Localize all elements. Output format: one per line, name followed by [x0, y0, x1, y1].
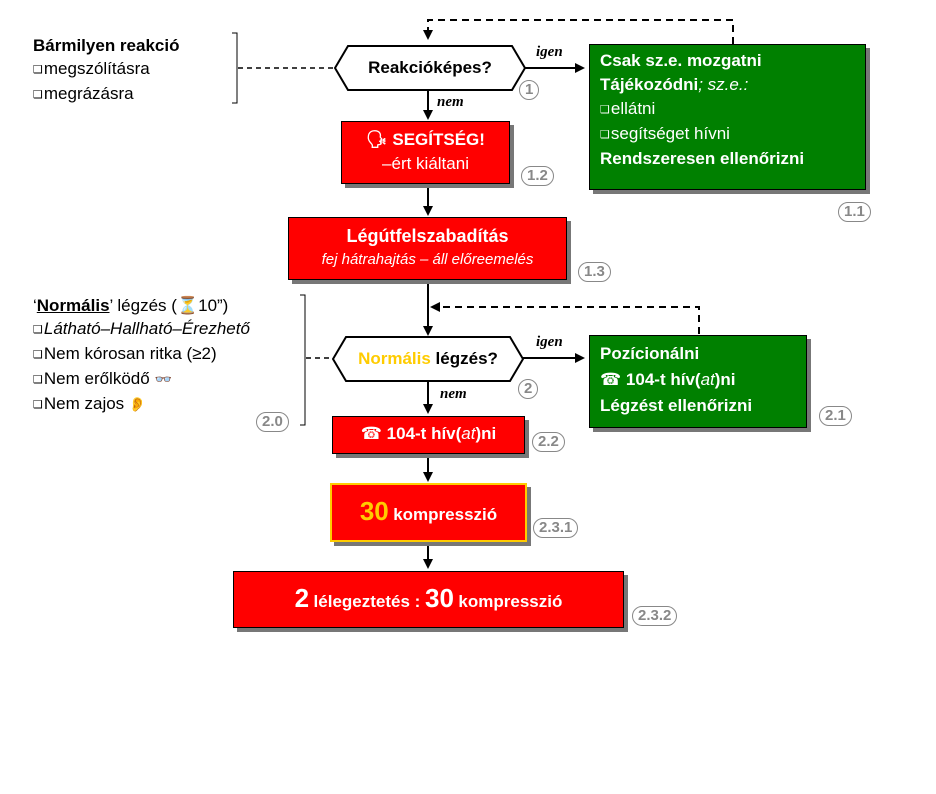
reaction-criteria-item: ❑megrázásra [33, 84, 134, 103]
decision-responsive-label: Reakcióképes? [368, 58, 492, 77]
box-1-3-line1: Légútfelszabadítás [346, 226, 509, 246]
normal-breathing-item: ❑Látható–Hallható–Érezhető [33, 319, 250, 338]
glasses-icon: 👓 [154, 371, 172, 387]
decision-responsive: Reakcióképes? [334, 45, 526, 91]
checkbox-icon: ❑ [33, 64, 43, 76]
normal-breathing-item: ❑Nem zajos 👂 [33, 394, 147, 413]
step-badge-1: 1 [519, 80, 540, 100]
box-1-1-line2: Tájékozódni; sz.e.: [600, 75, 749, 94]
box-2-1-line1: Pozícionálni [600, 344, 700, 363]
normal-breathing-title: ‘Normális’ légzés (⏳10”) [33, 296, 229, 315]
step-badge-2-0: 2.0 [256, 412, 289, 432]
step-badge-2-3-2: 2.3.2 [632, 606, 678, 626]
box-1-2-line1: 🗣 SEGÍTSÉG! [366, 130, 485, 149]
box-2-breaths-30-compressions: 2 lélegeztetés : 30 kompresszió [233, 571, 624, 628]
box-airway-opening: Légútfelszabadítás fej hátrahajtás – áll… [288, 217, 567, 280]
box-1-2-line2: –ért kiáltani [382, 154, 469, 173]
normal-breathing-item: ❑Nem kórosan ritka (≥2) [33, 344, 217, 363]
decision-normal-breathing: Normális légzés? [332, 336, 524, 382]
checkbox-icon: ❑ [600, 104, 610, 116]
hourglass-icon: ⏳ [176, 296, 199, 315]
box-2-1-line2: ☎ 104-t hív(at)ni [600, 370, 736, 389]
normal-breathing-item: ❑Nem erőlködő 👓 [33, 369, 172, 388]
box-call-104: ☎ 104-t hív(at)ni [332, 416, 525, 454]
yes-label-2: igen [536, 334, 563, 350]
step-badge-2: 2 [518, 379, 539, 399]
normal-breathing-note: ‘Normális’ légzés (⏳10”) ❑Látható–Hallha… [33, 294, 250, 417]
checkbox-icon: ❑ [600, 129, 610, 141]
step-badge-1-3: 1.3 [578, 262, 611, 282]
no-label-1: nem [437, 94, 464, 110]
reaction-criteria-note: Bármilyen reakció ❑megszólításra ❑megráz… [33, 34, 179, 107]
box-recovery-position: Pozícionálni ☎ 104-t hív(at)ni Légzést e… [589, 335, 807, 428]
step-badge-2-1: 2.1 [819, 406, 852, 426]
no-label-2: nem [440, 386, 467, 402]
box-1-1-line1: Csak sz.e. mozgatni [600, 51, 762, 70]
checkbox-icon: ❑ [33, 324, 43, 336]
checkbox-icon: ❑ [33, 89, 43, 101]
step-badge-1-2: 1.2 [521, 166, 554, 186]
decision-normal-breathing-label: Normális légzés? [358, 349, 498, 368]
box-1-3-line2: fej hátrahajtás – áll előreemelés [321, 251, 534, 268]
speaking-head-icon: 🗣 [366, 130, 388, 149]
checkbox-icon: ❑ [33, 399, 43, 411]
box-1-1-line5: Rendszeresen ellenőrizni [600, 149, 805, 168]
box-1-1-item: ❑ellátni [600, 99, 656, 118]
box-only-move-if-needed: Csak sz.e. mozgatni Tájékozódni; sz.e.: … [589, 44, 866, 190]
ear-icon: 👂 [128, 396, 147, 412]
checkbox-icon: ❑ [33, 349, 43, 361]
step-badge-2-2: 2.2 [532, 432, 565, 452]
yes-label-1: igen [536, 44, 563, 60]
box-1-1-item: ❑segítséget hívni [600, 124, 730, 143]
box-30-compressions: 30 kompresszió [330, 483, 527, 542]
box-call-for-help: 🗣 SEGÍTSÉG! –ért kiáltani [341, 121, 510, 184]
checkbox-icon: ❑ [33, 374, 43, 386]
phone-icon: ☎ [360, 424, 382, 443]
phone-icon: ☎ [600, 370, 622, 389]
reaction-criteria-title: Bármilyen reakció [33, 36, 180, 55]
reaction-criteria-item: ❑megszólításra [33, 59, 150, 78]
step-badge-2-3-1: 2.3.1 [533, 518, 579, 538]
step-badge-1-1: 1.1 [838, 202, 871, 222]
box-2-1-line3: Légzést ellenőrizni [600, 396, 753, 415]
